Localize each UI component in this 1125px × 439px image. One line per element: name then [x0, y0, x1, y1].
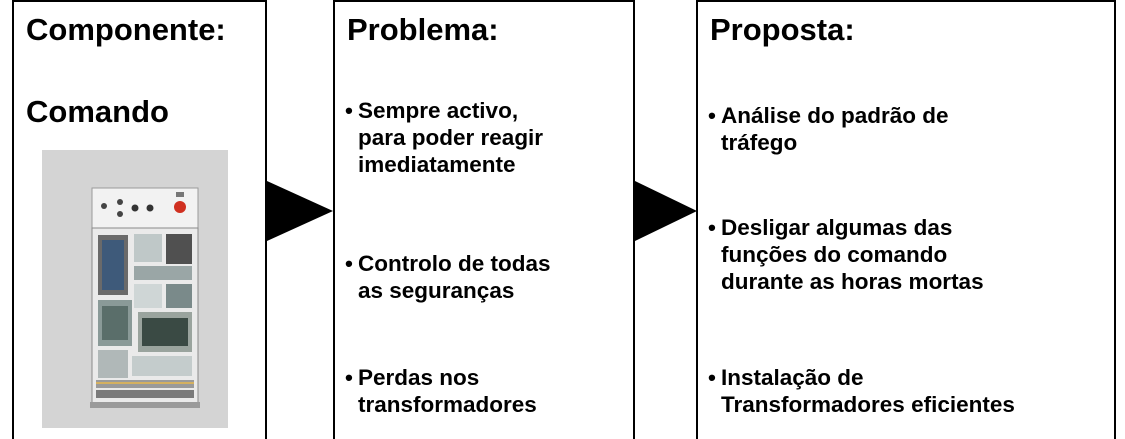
bullet-text: Análise do padrão de tráfego [721, 103, 949, 155]
arrow-right-icon [635, 181, 697, 241]
component-name: Comando [26, 94, 169, 129]
bullet-text: Controlo de todas as seguranças [358, 251, 551, 303]
problema-bullet: • Controlo de todas as seguranças [345, 250, 627, 304]
bullet-text: Instalação de Transformadores eficientes [721, 365, 1015, 417]
bullet-text: Sempre activo, para poder reagir imediat… [358, 98, 544, 177]
proposta-bullet: • Desligar algumas das funções do comand… [708, 214, 1108, 295]
bullet-dot: • [708, 215, 716, 240]
bullet-dot: • [708, 365, 716, 390]
problema-heading: Problema: [347, 12, 499, 47]
proposta-heading: Proposta: [710, 12, 855, 47]
problema-bullet: • Perdas nos transformadores [345, 364, 627, 418]
arrow-right-icon [267, 181, 333, 241]
proposta-bullet: • Análise do padrão de tráfego [708, 102, 1108, 156]
bullet-dot: • [708, 103, 716, 128]
bullet-text: Perdas nos transformadores [358, 365, 537, 417]
bullet-dot: • [345, 98, 353, 123]
bullet-text: Desligar algumas das funções do comando … [721, 215, 984, 294]
problema-panel: Problema: • Sempre activo, para poder re… [333, 0, 635, 439]
componente-heading: Componente: [26, 12, 226, 47]
bullet-dot: • [345, 365, 353, 390]
problema-bullet: • Sempre activo, para poder reagir imedi… [345, 97, 627, 178]
control-cabinet-image [42, 150, 228, 428]
proposta-panel: Proposta: • Análise do padrão de tráfego… [696, 0, 1116, 439]
bullet-dot: • [345, 251, 353, 276]
proposta-bullet: • Instalação de Transformadores eficient… [708, 364, 1108, 418]
